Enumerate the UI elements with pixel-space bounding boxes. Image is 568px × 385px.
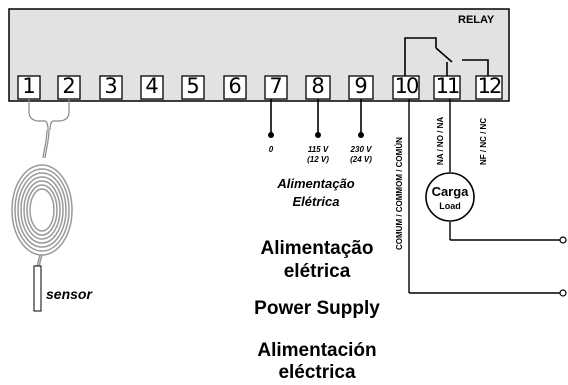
terminal-block <box>17 75 503 100</box>
terminal-12-box <box>475 75 503 100</box>
terminal-2-label: 2 <box>62 74 76 98</box>
supply-caption-pt-line1: Alimentação <box>260 238 374 259</box>
load-label: Carga <box>431 184 469 199</box>
relay-nc-label: NF / NC / NC <box>479 117 488 165</box>
terminal-5-box <box>181 75 205 100</box>
terminal-11-label: 11 <box>435 74 461 98</box>
relay-contacts <box>404 37 489 76</box>
sensor-coil <box>11 164 73 269</box>
terminal-12-label: 12 <box>477 74 503 98</box>
terminal-10-label: 10 <box>394 74 420 98</box>
supply-caption-pt-line2: elétrica <box>283 261 351 282</box>
terminal-4-label: 4 <box>145 74 159 98</box>
terminal-6-label: 6 <box>228 74 242 98</box>
terminal-7-box <box>264 75 288 100</box>
pin-8-dot <box>315 132 321 138</box>
relay-common-label: COMUM / COMMOM / COMÚN <box>395 137 404 250</box>
supply-caption-en: Power Supply <box>254 298 380 319</box>
sensor-label: sensor <box>46 286 92 302</box>
pin-9-dot <box>358 132 364 138</box>
terminal-3-label: 3 <box>104 74 118 98</box>
terminal-4-box <box>140 75 164 100</box>
power-pins <box>270 99 362 134</box>
terminal-9-label: 9 <box>354 74 368 98</box>
supply-caption-es-line2: eléctrica <box>278 362 356 383</box>
sensor-probe <box>33 265 42 312</box>
terminal-8-value-line2: (12 V) <box>307 155 329 164</box>
sensor-wires <box>28 99 70 159</box>
load-sublabel: Load <box>439 201 461 211</box>
load-terminal-common-dot <box>559 289 567 297</box>
terminal-8-label: 8 <box>311 74 325 98</box>
terminal-9-value-line2: (24 V) <box>350 155 372 164</box>
power-caption-line1: Alimentação <box>277 176 355 191</box>
terminal-10-box <box>392 75 420 100</box>
load-wiring <box>408 99 560 294</box>
terminal-3-box <box>99 75 123 100</box>
load-circle <box>425 172 475 222</box>
terminal-1-label: 1 <box>22 74 36 98</box>
supply-caption-es-line1: Alimentación <box>257 340 377 361</box>
terminal-9-value-line1: 230 V <box>350 145 372 154</box>
terminal-5-label: 5 <box>186 74 200 98</box>
pin-7-dot <box>268 132 274 138</box>
terminal-6-box <box>223 75 247 100</box>
terminal-8-value-line1: 115 V <box>307 145 329 154</box>
terminal-7-value: 0 <box>268 145 274 154</box>
relay-label: RELAY <box>458 14 495 26</box>
load-terminal-nc-dot <box>559 236 567 244</box>
terminal-7-label: 7 <box>269 74 283 98</box>
controller-body <box>8 8 510 102</box>
relay-no-label: NA / NO / NA <box>436 116 445 165</box>
power-caption-line2: Elétrica <box>292 194 340 209</box>
